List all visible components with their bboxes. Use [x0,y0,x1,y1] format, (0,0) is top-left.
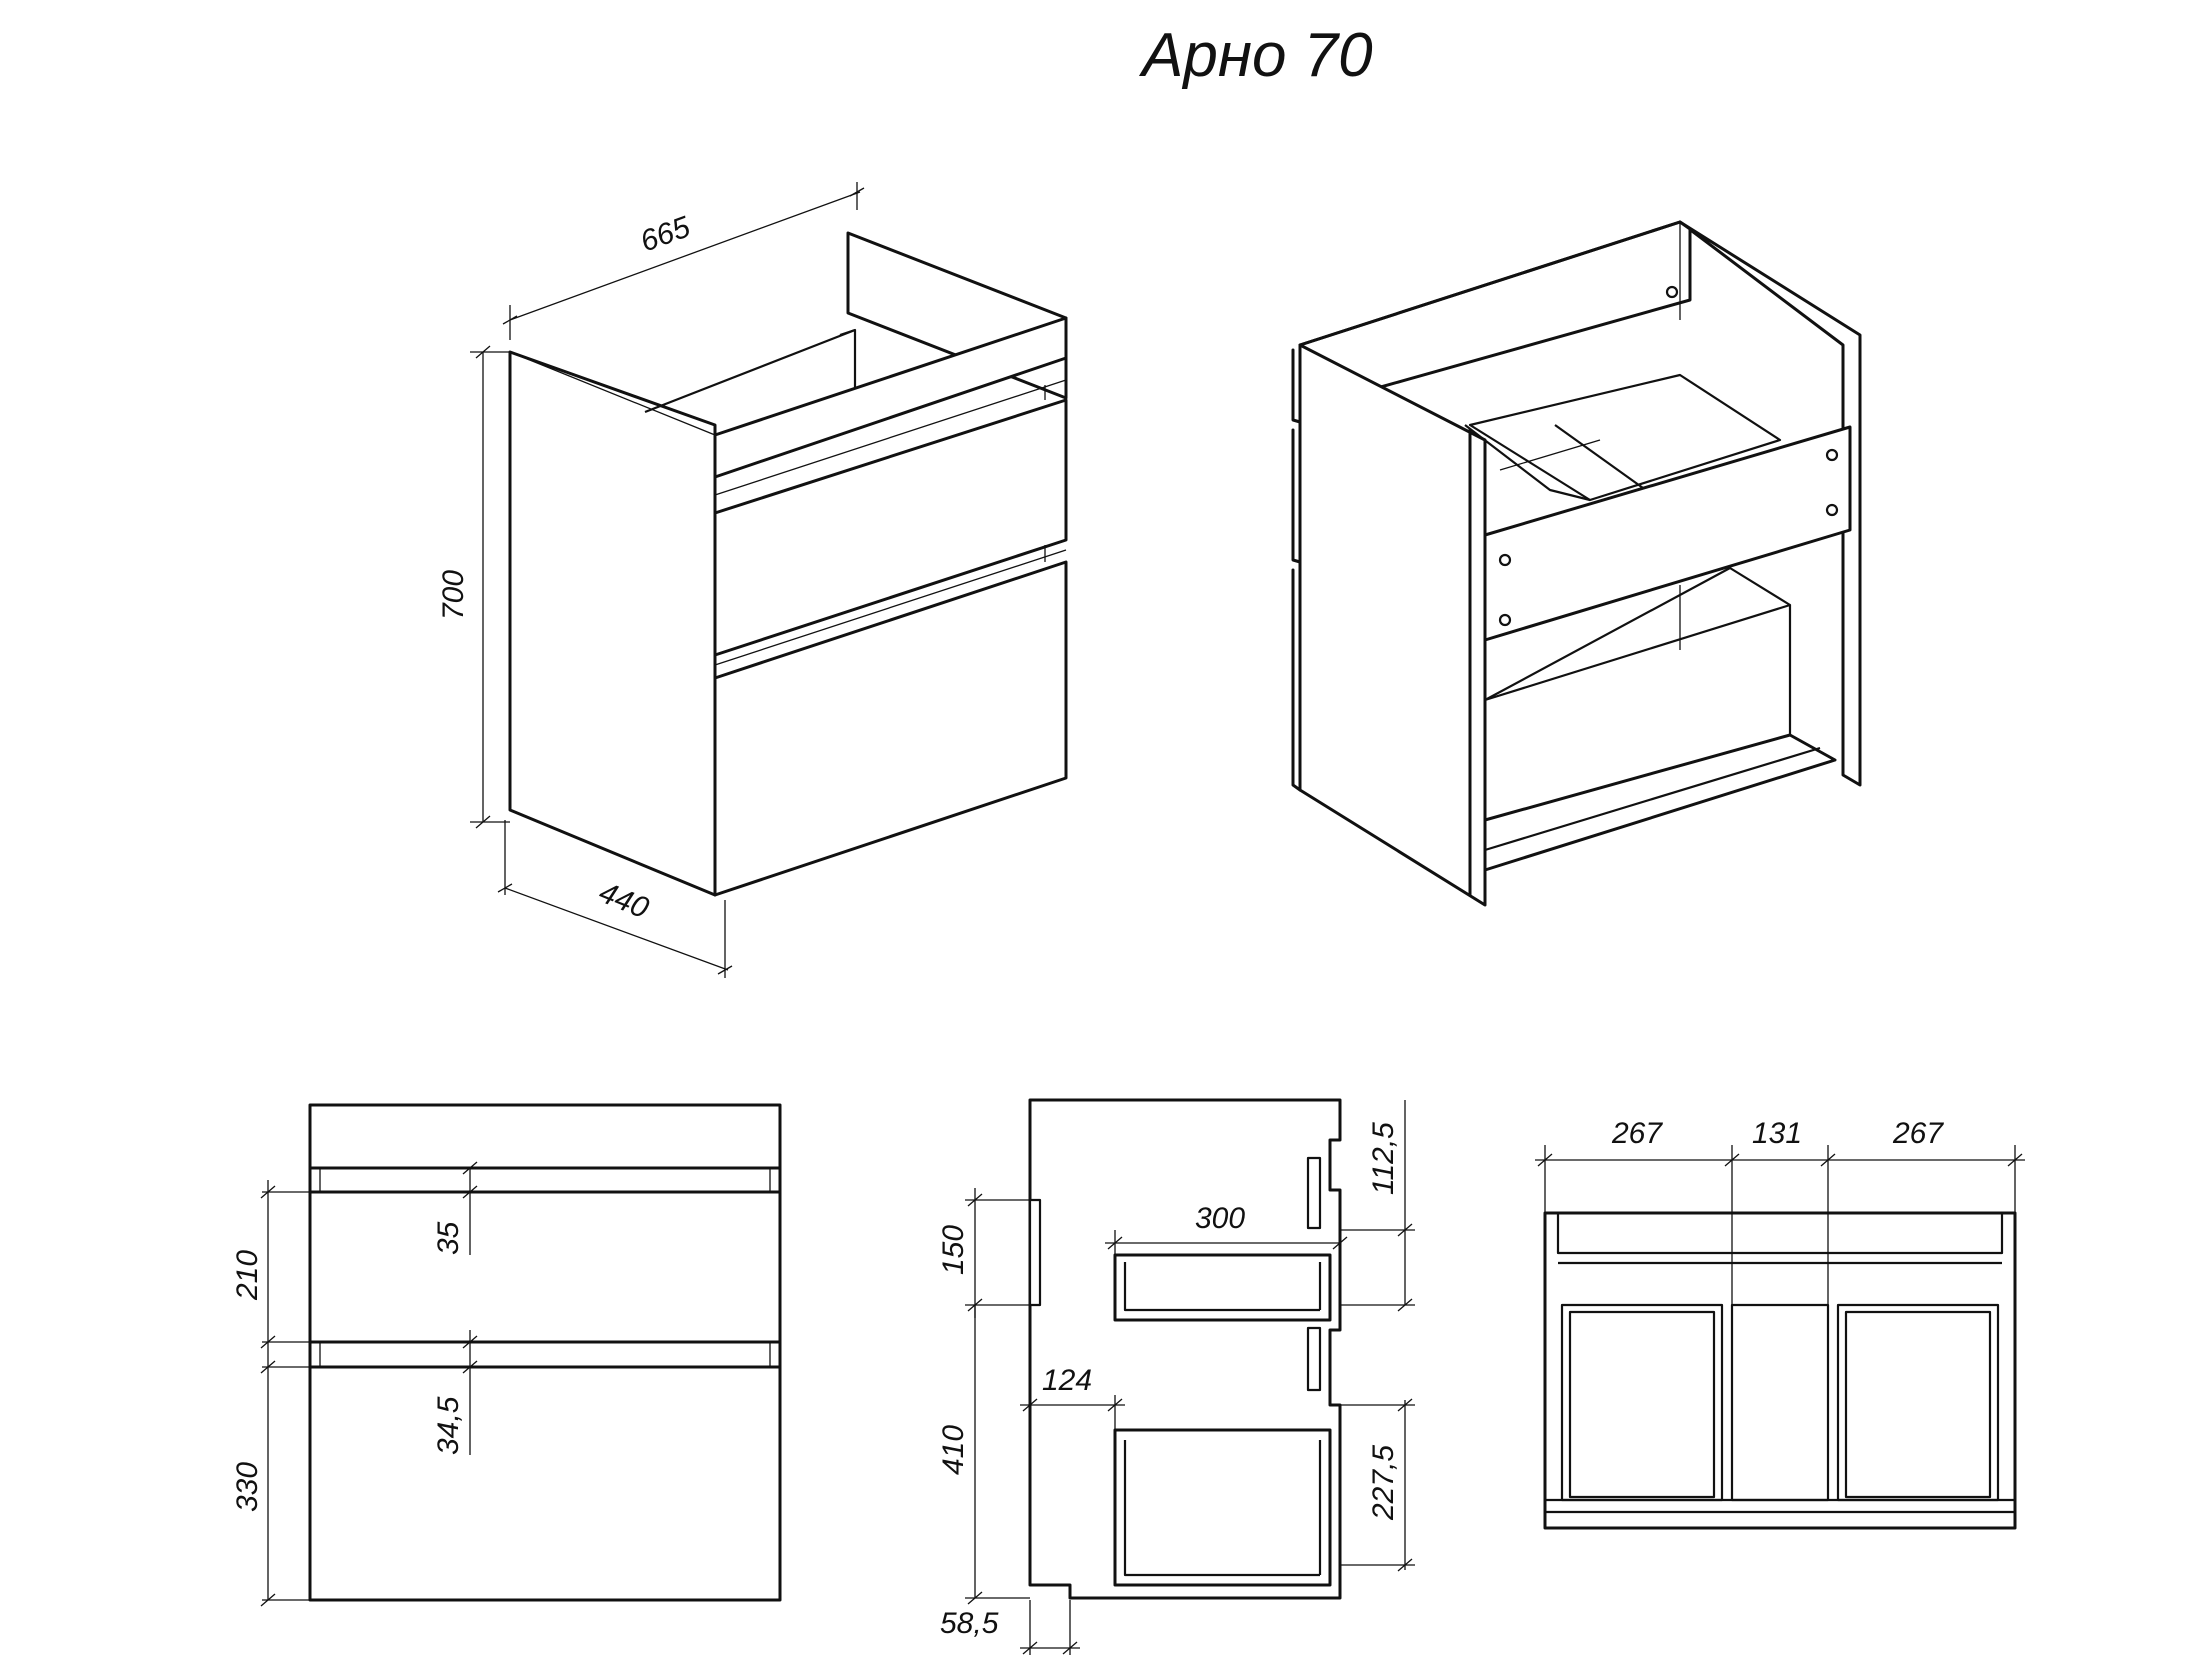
dim-35-label: 35 [432,1221,465,1255]
dim-210-label: 210 [231,1250,264,1301]
dim-34-5-label: 34,5 [432,1396,465,1455]
dim-150-label: 150 [937,1225,970,1275]
drawing-title: Арно 70 [1142,21,1373,90]
dim-300-label: 300 [1195,1202,1245,1235]
dim-227-5-label: 227,5 [1367,1445,1400,1521]
iso-view-closed: 665 700 440 [437,182,1068,978]
dim-267-left-label: 267 [1611,1117,1663,1150]
dim-124-label: 124 [1042,1364,1092,1397]
dim-112-5-label: 112,5 [1367,1122,1400,1195]
side-section-view: 300 112,5 150 410 124 227,5 [937,1098,1415,1655]
dim-330-label: 330 [231,1462,264,1512]
front-view: 210 330 35 34,5 [231,1103,782,1607]
dim-440-label: 440 [594,876,653,925]
dim-700-label: 700 [437,570,470,620]
dim-267-right-label: 267 [1892,1117,1944,1150]
dim-410-label: 410 [937,1425,970,1475]
dim-58-5-label: 58,5 [940,1607,999,1640]
iso-view-open [1291,220,1862,907]
top-view: 267 131 267 [1535,1117,2025,1530]
dim-665-label: 665 [636,210,695,258]
dim-131-label: 131 [1752,1117,1802,1150]
